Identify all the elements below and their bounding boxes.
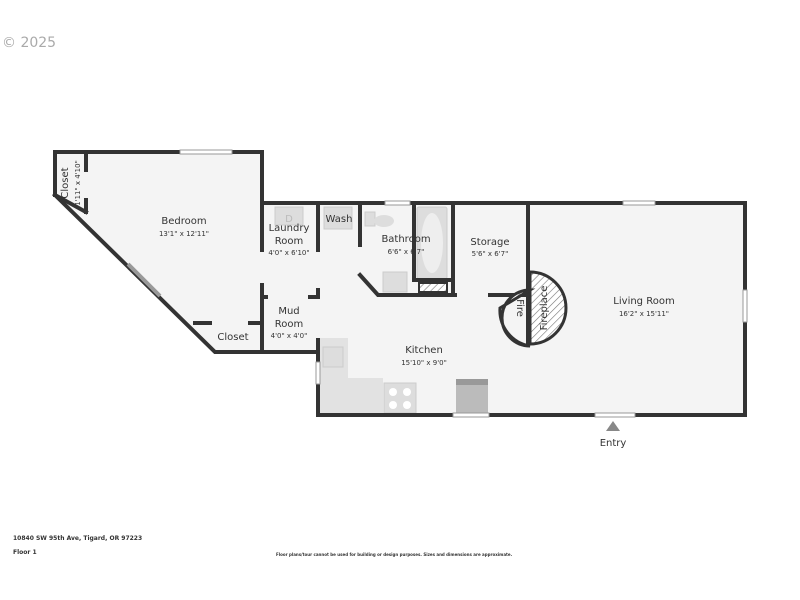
window [126, 262, 162, 298]
room-dim-living: 16'2" x 15'11" [619, 310, 669, 318]
room-label-living: Living Room [613, 296, 674, 307]
stove [383, 382, 417, 414]
dryer-label: D [285, 214, 293, 225]
window [452, 412, 490, 418]
toilet-tank [364, 211, 376, 227]
fire-hearth [498, 288, 536, 348]
exterior-notch [262, 352, 318, 415]
window [179, 149, 233, 155]
kitchen-sink [322, 346, 344, 368]
room-label-bathroom: Bathroom [381, 234, 430, 245]
label-fireplace: Fireplace [539, 286, 550, 331]
room-label-laundry: Laundry [269, 223, 310, 234]
room-label-kitchen: Kitchen [405, 345, 443, 356]
room-label-closet: Closet [60, 167, 71, 198]
dryer [274, 206, 304, 226]
room-label-closet-2: Closet [217, 332, 248, 343]
bath-cabinet [418, 282, 448, 293]
copyright: © 2025 [2, 35, 57, 51]
fireplace [528, 270, 568, 346]
room-dim-bathroom: 6'6" x 6'7" [388, 248, 425, 256]
room-label-wash: Wash [326, 214, 353, 225]
room-dim-laundry: 4'0" x 6'10" [268, 249, 309, 257]
room-label-mud: Mud [278, 306, 299, 317]
room-label-storage: Storage [470, 237, 509, 248]
window [622, 200, 656, 206]
room-dim-closet: 1'11" x 4'10" [74, 160, 82, 206]
room-dim-mud: 4'0" x 4'0" [271, 332, 308, 340]
entry-arrow-icon [606, 421, 620, 431]
address: 10840 SW 95th Ave, Tigard, OR 97223 [13, 535, 143, 542]
stove-burners [389, 388, 411, 409]
disclaimer: Floor plans/tour cannot be used for buil… [276, 552, 513, 557]
floor-label: Floor 1 [13, 549, 37, 556]
room-label-laundry-2: Room [275, 236, 303, 247]
room-label-mud-2: Room [275, 319, 303, 330]
entry-door[interactable] [594, 412, 636, 418]
washer [323, 206, 353, 230]
bath-sink [382, 271, 408, 293]
room-label-bedroom: Bedroom [161, 216, 206, 227]
room-dim-storage: 5'6" x 6'7" [472, 250, 509, 258]
bedroom-floor [55, 152, 262, 352]
entry-label: Entry [600, 438, 627, 449]
room-dim-kitchen: 15'10" x 9'0" [401, 359, 447, 367]
window [742, 289, 748, 323]
room-dim-bedroom: 13'1" x 12'11" [159, 230, 209, 238]
window [384, 200, 411, 206]
refrigerator-top [456, 379, 488, 385]
toilet [374, 215, 394, 227]
walls [52, 150, 747, 417]
tub-basin [421, 213, 443, 273]
window [315, 361, 321, 385]
label-fire: Fire [514, 299, 525, 317]
